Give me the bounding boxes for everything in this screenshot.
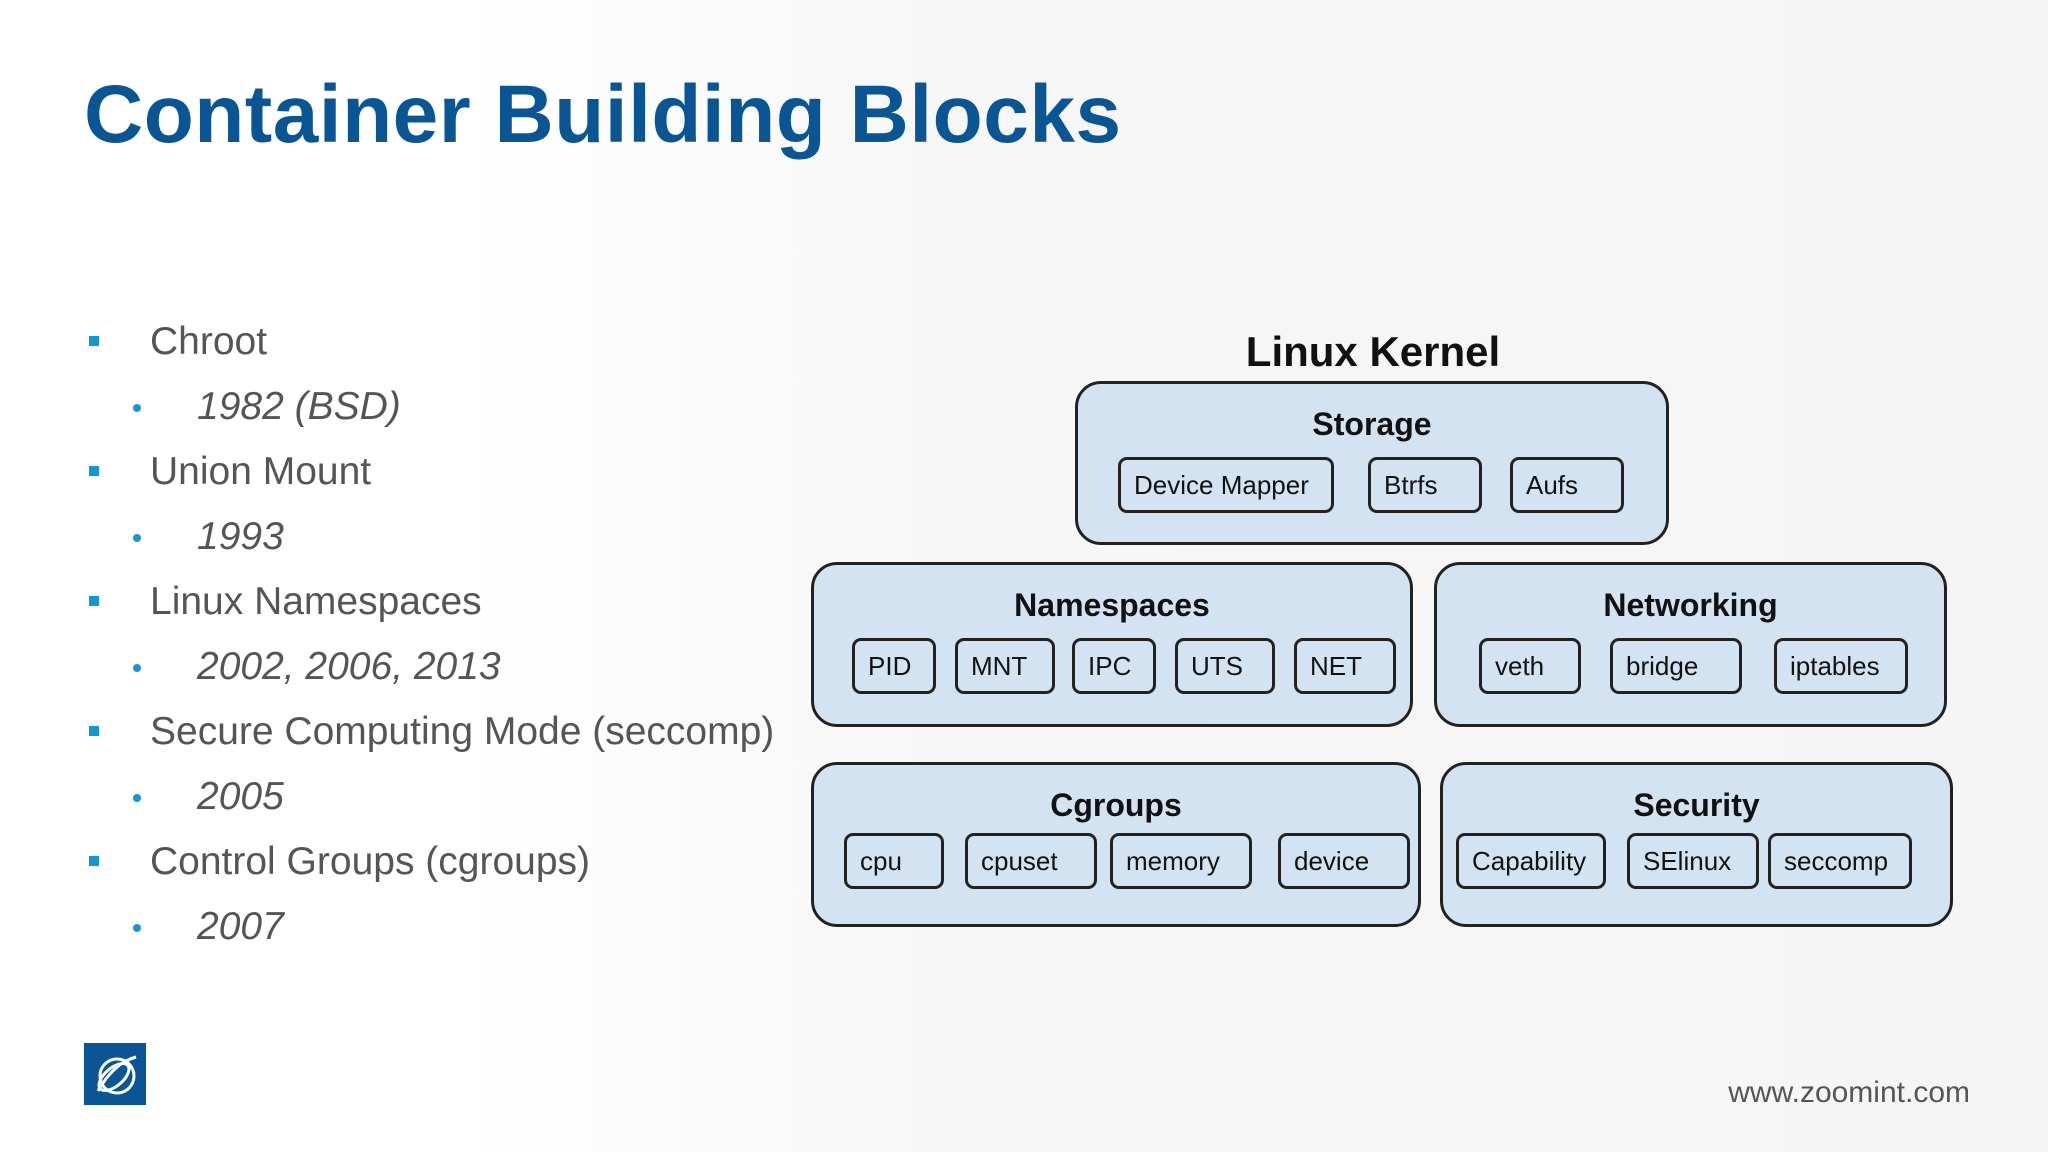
square-bullet-icon [89, 336, 99, 346]
group-storage: Storage Device Mapper Btrfs Aufs [1075, 381, 1669, 545]
item-device: device [1278, 833, 1410, 889]
dot-bullet-icon [133, 664, 141, 672]
item-veth: veth [1479, 638, 1581, 694]
dot-bullet-icon [133, 794, 141, 802]
square-bullet-icon [89, 596, 99, 606]
item-cpuset: cpuset [965, 833, 1097, 889]
dot-bullet-icon [133, 924, 141, 932]
sub-bullet-item: 2005 [197, 775, 284, 818]
diagram-title: Linux Kernel [1245, 328, 1501, 375]
bullet-item: Linux Namespaces [150, 580, 482, 623]
bullet-item: Union Mount [150, 450, 372, 493]
square-bullet-icon [89, 726, 99, 736]
item-aufs: Aufs [1510, 457, 1624, 513]
group-title-namespaces: Namespaces [1014, 587, 1210, 623]
slide-title: Container Building Blocks [84, 69, 1122, 160]
bullet-item: Control Groups (cgroups) [150, 840, 591, 883]
zoomint-logo-icon [84, 1043, 146, 1105]
sub-bullet-item: 2007 [197, 905, 284, 948]
item-pid: PID [852, 638, 936, 694]
item-seccomp: seccomp [1768, 833, 1912, 889]
square-bullet-icon [89, 856, 99, 866]
footer-url: www.zoomint.com [1728, 1076, 1970, 1109]
item-memory: memory [1110, 833, 1252, 889]
item-capability: Capability [1456, 833, 1606, 889]
group-title-networking: Networking [1603, 587, 1778, 623]
square-bullet-icon [89, 466, 99, 476]
group-cgroups: Cgroups cpu cpuset memory device [811, 762, 1421, 927]
dot-bullet-icon [133, 534, 141, 542]
item-net: NET [1294, 638, 1396, 694]
item-uts: UTS [1175, 638, 1275, 694]
item-selinux: SElinux [1627, 833, 1759, 889]
sub-bullet-item: 2002, 2006, 2013 [197, 645, 501, 688]
group-title-cgroups: Cgroups [1050, 787, 1182, 823]
group-title-storage: Storage [1312, 406, 1432, 442]
dot-bullet-icon [133, 404, 141, 412]
sub-bullet-item: 1993 [197, 515, 284, 558]
item-bridge: bridge [1610, 638, 1742, 694]
item-iptables: iptables [1774, 638, 1908, 694]
item-mnt: MNT [955, 638, 1055, 694]
group-title-security: Security [1633, 787, 1760, 823]
item-cpu: cpu [844, 833, 944, 889]
group-security: Security Capability SElinux seccomp [1440, 762, 1953, 927]
bullet-item: Secure Computing Mode (seccomp) [150, 710, 775, 753]
item-ipc: IPC [1072, 638, 1156, 694]
item-btrfs: Btrfs [1368, 457, 1482, 513]
group-namespaces: Namespaces PID MNT IPC UTS NET [811, 562, 1413, 727]
group-networking: Networking veth bridge iptables [1434, 562, 1947, 727]
sub-bullet-item: 1982 (BSD) [197, 385, 401, 428]
bullet-item: Chroot [150, 320, 268, 363]
item-device-mapper: Device Mapper [1118, 457, 1334, 513]
